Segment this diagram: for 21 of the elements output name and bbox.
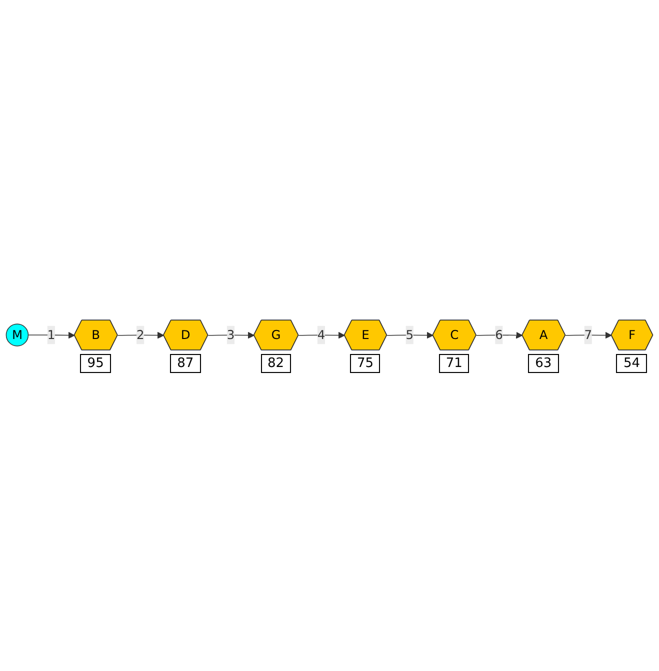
value-label: 54	[616, 354, 648, 374]
value-label: 75	[350, 354, 380, 374]
value-label: 95	[80, 354, 111, 374]
edge-label: 3	[226, 328, 235, 342]
edge-label: 5	[406, 328, 414, 342]
edge-label: 2	[136, 328, 144, 342]
edge-label: 7	[584, 328, 592, 342]
value-label: 87	[170, 354, 201, 374]
node-circle: M	[6, 324, 29, 347]
value-label: 82	[260, 354, 292, 374]
value-label: 63	[528, 354, 559, 374]
arrow	[117, 332, 164, 340]
arrow	[565, 332, 612, 340]
edge-label: 6	[495, 328, 503, 342]
arrow	[208, 332, 254, 340]
arrow	[386, 332, 434, 340]
arrow	[28, 332, 75, 340]
edge-label: 4	[317, 328, 326, 342]
edge-label: 1	[47, 328, 56, 342]
arrow	[476, 332, 523, 340]
value-label: 71	[438, 354, 470, 374]
